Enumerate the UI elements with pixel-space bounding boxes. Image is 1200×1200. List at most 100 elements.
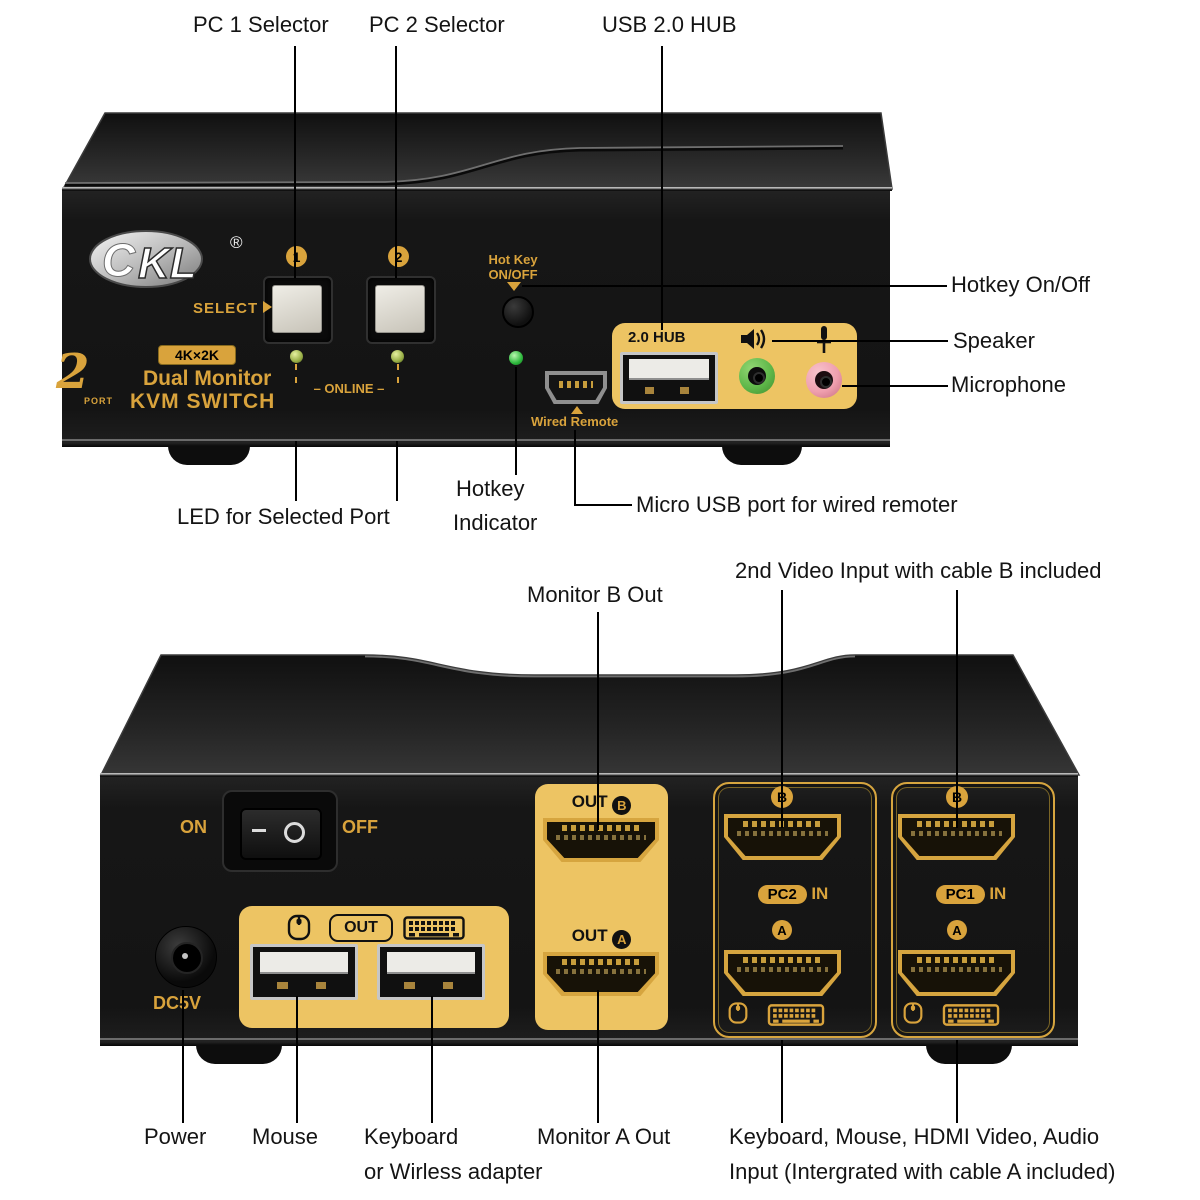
- front-bottom-strip: [62, 439, 890, 447]
- callout-power: Power: [144, 1124, 207, 1149]
- select-arrow-icon: [263, 301, 273, 313]
- callout-microphone: Microphone: [951, 372, 1066, 397]
- svg-text:C: C: [102, 234, 136, 286]
- callout-pc1-selector: PC 1 Selector: [193, 12, 329, 37]
- line-monitor-b: [597, 612, 599, 830]
- line-led2: [396, 441, 398, 501]
- back-top-edge-line: [100, 773, 1078, 777]
- callout-micro-usb: Micro USB port for wired remoter: [636, 492, 958, 517]
- callout-keyboard-1: Keyboard: [364, 1124, 459, 1149]
- a-circle-badge: A: [612, 930, 632, 949]
- line-monitor-a: [597, 990, 599, 1123]
- line-hotkey-indicator: [515, 367, 517, 475]
- callout-pc-input-1: Keyboard, Mouse, HDMI Video, Audio: [729, 1124, 1100, 1149]
- switch-off-symbol: [284, 822, 305, 843]
- pc1-select-keycap: [272, 285, 322, 333]
- pc2-keyboard-icon: [767, 1004, 825, 1026]
- callout-hotkey-indicator-1: Hotkey: [456, 476, 525, 501]
- callout-hotkey-onoff: Hotkey On/Off: [951, 272, 1090, 297]
- ckl-logo-text: KL: [138, 239, 197, 288]
- tagline-kvm-switch: KVM SWITCH: [130, 390, 276, 413]
- line-hotkey-onoff: [522, 285, 947, 287]
- out-badge: OUT: [329, 914, 393, 942]
- front-top-edge-line: [62, 187, 892, 191]
- line-mouse: [296, 996, 298, 1123]
- microphone-jack: [806, 362, 842, 398]
- callout-monitor-b-out: Monitor B Out: [527, 582, 663, 607]
- online-label: – ONLINE –: [313, 381, 385, 396]
- pc2-mouse-icon: [728, 1002, 748, 1024]
- hotkey-down-arrow-icon: [507, 282, 521, 291]
- line-keyboard: [431, 996, 433, 1123]
- online-dash-left: [295, 364, 297, 383]
- line-micro-usb-v: [574, 430, 576, 506]
- callout-pc2-selector: PC 2 Selector: [369, 12, 505, 37]
- callout-pc-input-2: Input (Intergrated with cable A included…: [729, 1159, 1116, 1184]
- out-a-label: OUT A: [535, 926, 668, 949]
- keyboard-icon: [403, 916, 465, 940]
- online-dash-right: [397, 364, 399, 383]
- dc-power-pin: [182, 953, 188, 959]
- speaker-jack: [739, 358, 775, 394]
- hdmi-pc2-a: [724, 950, 841, 996]
- b-circle-badge: B: [612, 796, 632, 815]
- pc1-keyboard-icon: [942, 1004, 1000, 1026]
- back-foot-left: [196, 1045, 282, 1064]
- line-pc1-selector: [294, 46, 296, 278]
- out-b-label: OUT B: [535, 792, 668, 815]
- hotkey-indicator-led: [509, 351, 523, 365]
- port-word: PORT: [84, 396, 114, 406]
- front-foot-right: [722, 446, 802, 465]
- callout-monitor-a-out: Monitor A Out: [537, 1124, 671, 1149]
- tagline-dual-monitor: Dual Monitor: [143, 367, 272, 390]
- port-2-number: 2: [388, 246, 409, 267]
- pc2-input-panel: [713, 782, 877, 1038]
- power-switch-rocker: [240, 808, 322, 860]
- pc2-select-keycap: [375, 285, 425, 333]
- line-micro-usb-h: [574, 504, 632, 506]
- line-2nd-video-pc2: [781, 590, 783, 828]
- callout-mouse: Mouse: [252, 1124, 319, 1149]
- line-pc2-selector: [395, 46, 397, 278]
- mouse-usb-port: [250, 944, 358, 1000]
- callout-2nd-video-input: 2nd Video Input with cable B included: [735, 558, 1102, 583]
- usb-tongue: [629, 359, 709, 380]
- port-count-2: 2: [56, 344, 90, 400]
- ckl-logo: C KL ®: [89, 230, 243, 289]
- pc1-a-badge: A: [947, 920, 967, 940]
- port1-led: [290, 350, 303, 363]
- off-label: OFF: [342, 817, 378, 837]
- hub-label: 2.0 HUB: [628, 329, 686, 346]
- callout-keyboard-2: or Wirless adapter: [364, 1159, 543, 1184]
- hotkey-button: [502, 296, 534, 328]
- line-usb-hub: [661, 46, 663, 330]
- front-foot-left: [168, 446, 250, 465]
- back-foot-right: [926, 1045, 1012, 1064]
- line-speaker: [772, 340, 948, 342]
- line-led1: [295, 441, 297, 501]
- microphone-icon: [817, 326, 831, 353]
- port2-led: [391, 350, 404, 363]
- callout-led-selected-port: LED for Selected Port: [177, 504, 390, 529]
- back-top-surface: [99, 654, 1081, 776]
- pc1-input-panel: [891, 782, 1055, 1038]
- line-2nd-video-pc1: [956, 590, 958, 828]
- line-pc1-input: [956, 1040, 958, 1123]
- callout-speaker: Speaker: [953, 328, 1035, 353]
- line-microphone: [842, 385, 948, 387]
- keyboard-usb-port: [377, 944, 485, 1000]
- on-label: ON: [180, 817, 207, 837]
- svg-text:®: ®: [230, 233, 243, 252]
- select-label: SELECT: [193, 300, 273, 317]
- hdmi-pc1-a: [898, 950, 1015, 996]
- speaker-icon: [741, 329, 766, 349]
- front-top-surface: [61, 112, 893, 190]
- switch-on-symbol: [252, 829, 266, 832]
- wired-remote-label: Wired Remote: [531, 414, 619, 429]
- dc5v-label: DC5V: [153, 993, 202, 1013]
- 4k2k-badge: 4K×2K: [158, 345, 236, 365]
- hdmi-out-a: [543, 952, 659, 996]
- pc2-in-label: PC2 IN: [713, 884, 873, 904]
